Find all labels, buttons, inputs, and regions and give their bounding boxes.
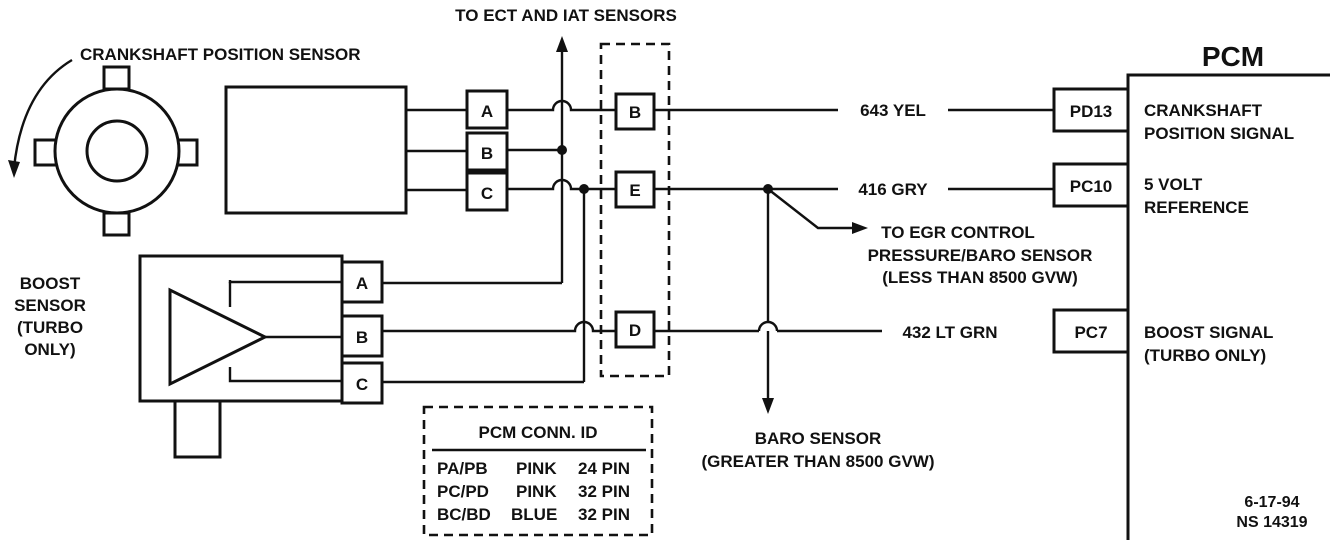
boost-connector: A B C	[340, 260, 384, 405]
svg-text:A: A	[356, 274, 368, 293]
svg-text:B: B	[481, 144, 493, 163]
wire-crank-a	[507, 99, 616, 112]
crank-pin-a	[465, 89, 509, 130]
svg-text:TO EGR CONTROL: TO EGR CONTROL	[881, 223, 1035, 242]
svg-text:POSITION SIGNAL: POSITION SIGNAL	[1144, 124, 1294, 143]
svg-text:PC10: PC10	[1070, 177, 1113, 196]
boost-pin-a	[340, 260, 384, 304]
figure-number: NS 14319	[1236, 514, 1307, 531]
svg-text:ONLY): ONLY)	[24, 340, 75, 359]
wire-label-416: 416 GRY	[858, 180, 928, 199]
svg-text:CRANKSHAFT: CRANKSHAFT	[1144, 101, 1263, 120]
svg-text:BLUE: BLUE	[511, 505, 557, 524]
inline-pin-d	[614, 310, 656, 349]
boost-pin-c	[340, 361, 384, 405]
svg-text:32 PIN: 32 PIN	[578, 505, 630, 524]
svg-text:B: B	[356, 328, 368, 347]
svg-text:PINK: PINK	[516, 459, 557, 478]
pcm-conn-id-title: PCM CONN. ID	[479, 423, 598, 442]
wire-label-643: 643 YEL	[860, 101, 926, 120]
svg-text:BARO SENSOR: BARO SENSOR	[755, 429, 882, 448]
svg-text:BC/BD: BC/BD	[437, 505, 491, 524]
svg-text:PD13: PD13	[1070, 102, 1113, 121]
pcm-label: PCM	[1202, 41, 1264, 72]
svg-text:C: C	[356, 375, 368, 394]
svg-text:BOOST: BOOST	[20, 274, 81, 293]
svg-text:PC/PD: PC/PD	[437, 482, 489, 501]
pcm-conn-id-rows: PA/PB PINK 24 PIN PC/PD PINK 32 PIN BC/B…	[437, 459, 630, 524]
date-stamp: 6-17-94	[1244, 494, 1299, 511]
pcm-pin-pc7	[1052, 308, 1130, 354]
wire-crank-c	[507, 178, 616, 191]
right-arrow-icon	[852, 222, 868, 234]
svg-text:(GREATER THAN 8500 GVW): (GREATER THAN 8500 GVW)	[702, 452, 935, 471]
svg-text:24 PIN: 24 PIN	[578, 459, 630, 478]
svg-text:D: D	[629, 321, 641, 340]
svg-text:C: C	[481, 184, 493, 203]
svg-text:SENSOR: SENSOR	[14, 296, 86, 315]
up-arrow-icon	[556, 36, 568, 52]
down-arrow-icon	[762, 398, 774, 414]
svg-text:BOOST SIGNAL: BOOST SIGNAL	[1144, 323, 1273, 342]
svg-text:B: B	[629, 103, 641, 122]
crankshaft-sensor-body	[224, 85, 408, 215]
pcm-outline	[1126, 73, 1330, 540]
pcm-pin-pc10	[1052, 162, 1130, 208]
crankshaft-sensor-label: CRANKSHAFT POSITION SENSOR	[80, 45, 361, 64]
svg-text:5 VOLT: 5 VOLT	[1144, 175, 1203, 194]
svg-text:PRESSURE/BARO SENSOR: PRESSURE/BARO SENSOR	[868, 246, 1093, 265]
boost-sensor-symbol	[138, 254, 344, 459]
svg-text:PA/PB: PA/PB	[437, 459, 488, 478]
crank-pin-c	[465, 171, 509, 212]
pcm-conn-id-box	[422, 405, 654, 537]
pcm-pin-pd13	[1052, 87, 1130, 133]
wire-to-egr	[767, 188, 856, 230]
svg-text:32 PIN: 32 PIN	[578, 482, 630, 501]
inline-pin-b	[614, 92, 656, 131]
rotation-arrow	[12, 58, 73, 169]
svg-text:PC7: PC7	[1074, 323, 1107, 342]
svg-text:(TURBO ONLY): (TURBO ONLY)	[1144, 346, 1266, 365]
inline-pin-e	[614, 170, 656, 209]
svg-text:E: E	[629, 181, 640, 200]
svg-text:PINK: PINK	[516, 482, 557, 501]
rotation-arrow-head-icon	[8, 160, 20, 178]
crankshaft-sensor-symbol	[33, 65, 199, 237]
inline-connector	[599, 42, 671, 378]
svg-text:(LESS THAN 8500 GVW): (LESS THAN 8500 GVW)	[882, 268, 1078, 287]
svg-text:(TURBO: (TURBO	[17, 318, 83, 337]
svg-text:REFERENCE: REFERENCE	[1144, 198, 1249, 217]
wire-label-432: 432 LT GRN	[902, 323, 997, 342]
boost-pin-b	[340, 314, 384, 358]
crank-pin-b	[465, 131, 509, 172]
svg-text:A: A	[481, 102, 493, 121]
to-ect-iat-label: TO ECT AND IAT SENSORS	[455, 6, 677, 25]
crank-connector: A B C	[465, 89, 509, 212]
wire-boost-b	[382, 320, 616, 333]
